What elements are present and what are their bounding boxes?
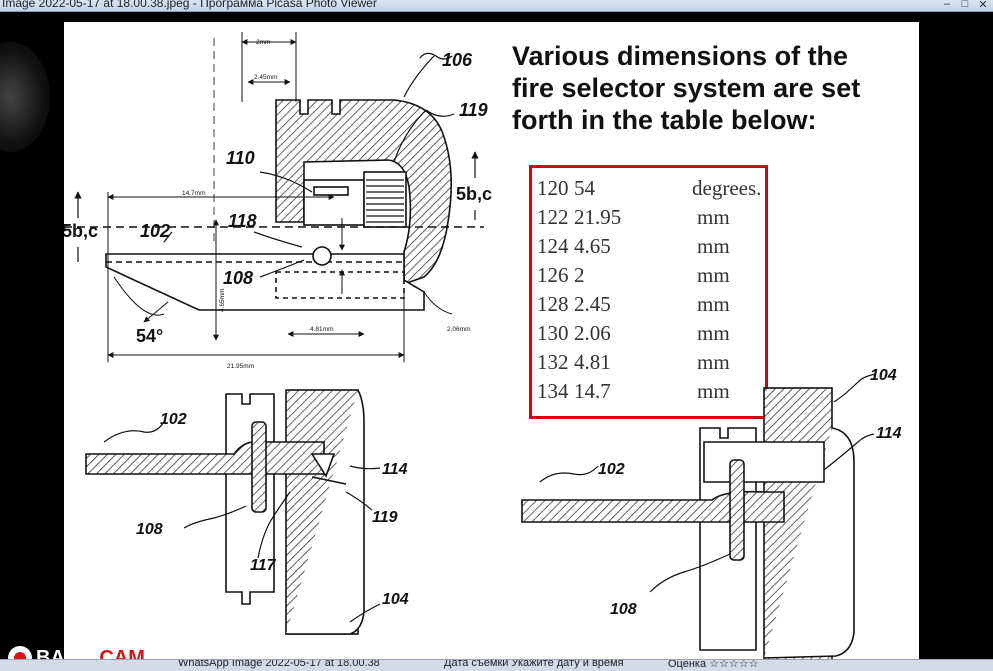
label-114: 114 <box>382 461 408 478</box>
figure-top-dimensions: 2mm 2.45mm 14.7mm 21.95mm 4.81mm 2.06mm … <box>182 39 470 370</box>
label-106: 106 <box>442 50 473 70</box>
label-104: 104 <box>382 591 409 608</box>
label-104: 104 <box>870 367 897 384</box>
figure-top-labels: 106 119 110 118 108 102 54° 5b,c 5b,c <box>64 50 492 346</box>
heading-line-1: Various dimensions of the <box>512 41 849 71</box>
minimize-button[interactable]: – <box>943 0 951 10</box>
patent-slide-image: Various dimensions of the fire selector … <box>64 22 919 662</box>
label-110: 110 <box>226 148 255 168</box>
label-108: 108 <box>610 601 637 618</box>
dim-14-7mm: 14.7mm <box>182 190 205 197</box>
label-119: 119 <box>372 509 398 526</box>
image-viewport[interactable]: Various dimensions of the fire selector … <box>0 12 993 670</box>
window-titlebar[interactable]: Image 2022-05-17 at 18.00.38.jpeg - Прог… <box>0 0 993 12</box>
label-angle: 54° <box>136 326 163 346</box>
dim-2-06mm: 2.06mm <box>447 326 470 333</box>
background-blur <box>0 42 50 152</box>
label-114: 114 <box>876 425 902 442</box>
window-title: Image 2022-05-17 at 18.00.38.jpeg - Прог… <box>2 0 377 10</box>
taskbar-rating[interactable]: Оценка ☆☆☆☆☆ <box>668 659 759 670</box>
figure-top-section <box>64 32 484 362</box>
label-108: 108 <box>136 521 163 538</box>
dim-21-95mm: 21.95mm <box>227 363 254 370</box>
figure-bottom-right <box>521 373 877 661</box>
label-118: 118 <box>228 211 257 231</box>
label-102: 102 <box>140 221 170 241</box>
label-102: 102 <box>598 461 625 478</box>
dim-4-65mm: 4.65mm <box>219 289 226 312</box>
taskbar-strip: WhatsApp Image 2022-05-17 at 18.00.38 Да… <box>0 659 993 671</box>
label-5bc-right: 5b,c <box>456 184 492 204</box>
patent-drawings: 106 119 110 118 108 102 54° 5b,c 5b,c 2m… <box>64 32 902 661</box>
dim-4-81mm: 4.81mm <box>310 326 333 333</box>
figure-bottom-right-labels: 102 108 104 114 <box>598 367 902 618</box>
label-102: 102 <box>160 411 187 428</box>
dimensions-table: 120 54 degrees. 122 21.95 mm 124 4.65 mm… <box>529 165 768 419</box>
label-108: 108 <box>223 268 253 288</box>
heading-line-3: forth in the table below: <box>512 105 817 135</box>
label-117: 117 <box>250 557 277 574</box>
label-5bc-left: 5b,c <box>64 221 98 241</box>
dim-2-45mm: 2.45mm <box>254 74 277 81</box>
figure-bottom-left <box>85 389 381 635</box>
window-controls: – □ ✕ <box>941 0 989 11</box>
taskbar-date-hint: Дата съемки Укажите дату и время <box>444 659 624 669</box>
heading-line-2: fire selector system are set <box>512 73 861 103</box>
maximize-button[interactable]: □ <box>961 0 969 10</box>
figure-bottom-left-labels: 102 108 117 114 119 104 <box>136 411 409 608</box>
close-button[interactable]: ✕ <box>978 0 988 11</box>
taskbar-filename[interactable]: WhatsApp Image 2022-05-17 at 18.00.38 <box>178 659 380 669</box>
slide-heading: Various dimensions of the fire selector … <box>512 40 860 136</box>
dim-2mm: 2mm <box>256 39 270 46</box>
label-119: 119 <box>459 100 488 120</box>
